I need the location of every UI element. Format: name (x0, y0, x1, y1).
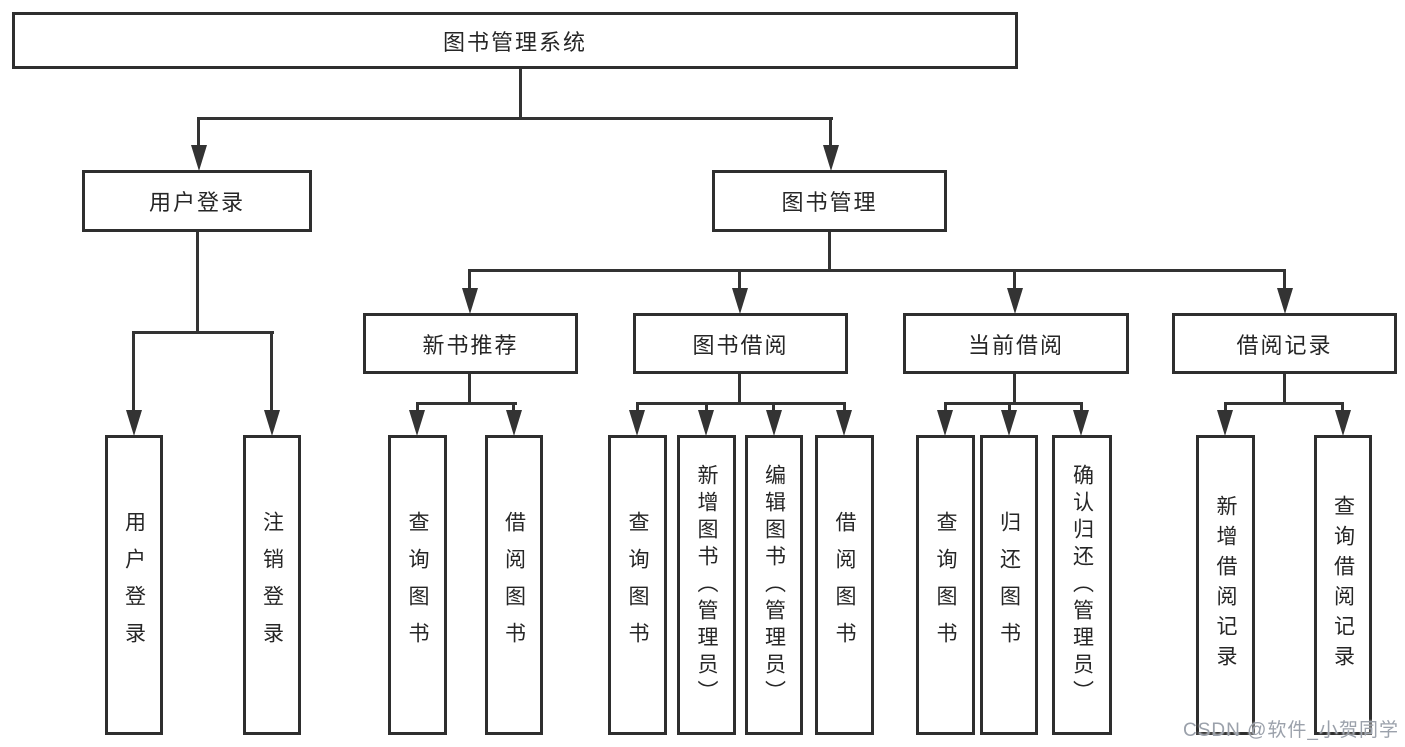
arrow-down-icon (264, 410, 280, 436)
connector-line (519, 68, 522, 120)
connector-line (772, 402, 775, 414)
leaf-borrow-books-1: 借阅图书 (485, 435, 543, 735)
leaf-user-login: 用户登录 (105, 435, 163, 735)
arrow-down-icon (766, 410, 782, 436)
node-user-login: 用户登录 (82, 170, 312, 232)
connector-line (1013, 373, 1016, 405)
connector-line (197, 117, 833, 120)
arrow-down-icon (1007, 288, 1023, 314)
connector-line (196, 230, 199, 334)
connector-line (512, 402, 515, 414)
connector-line (468, 269, 1286, 272)
arrow-down-icon (732, 288, 748, 314)
connector-line (636, 402, 846, 405)
arrow-down-icon (462, 288, 478, 314)
connector-line (132, 331, 274, 334)
arrow-down-icon (506, 410, 522, 436)
connector-line (828, 230, 831, 272)
leaf-add-book-admin: 新增图书（管理员） (677, 435, 736, 735)
node-library-system: 图书管理系统 (12, 12, 1018, 69)
connector-line (197, 117, 200, 147)
connector-line (416, 402, 419, 414)
connector-line (944, 402, 1083, 405)
arrow-down-icon (1217, 410, 1233, 436)
leaf-query-borrow-record: 查询借阅记录 (1314, 435, 1372, 735)
connector-line (270, 331, 273, 411)
leaf-borrow-books-2: 借阅图书 (815, 435, 874, 735)
arrow-down-icon (1073, 410, 1089, 436)
arrow-down-icon (1277, 288, 1293, 314)
leaf-add-borrow-record: 新增借阅记录 (1196, 435, 1255, 735)
connector-line (705, 402, 708, 414)
arrow-down-icon (126, 410, 142, 436)
arrow-down-icon (1335, 410, 1351, 436)
connector-line (843, 402, 846, 414)
connector-line (636, 402, 639, 414)
connector-line (829, 117, 832, 147)
leaf-edit-book-admin: 编辑图书（管理员） (745, 435, 803, 735)
connector-line (468, 269, 471, 291)
connector-line (1013, 269, 1016, 291)
connector-line (416, 402, 517, 405)
arrow-down-icon (836, 410, 852, 436)
connector-line (132, 331, 135, 411)
arrow-down-icon (409, 410, 425, 436)
connector-line (1341, 402, 1344, 414)
arrow-down-icon (937, 410, 953, 436)
connector-line (1080, 402, 1083, 414)
connector-line (1224, 402, 1344, 405)
arrow-down-icon (629, 410, 645, 436)
node-current-borrowing: 当前借阅 (903, 313, 1129, 374)
node-new-book-recommend: 新书推荐 (363, 313, 578, 374)
connector-line (1224, 402, 1227, 414)
arrow-down-icon (191, 145, 207, 171)
leaf-return-book: 归还图书 (980, 435, 1038, 735)
connector-line (1283, 269, 1286, 291)
node-borrow-records: 借阅记录 (1172, 313, 1397, 374)
connector-line (468, 373, 471, 405)
connector-line (1008, 402, 1011, 414)
connector-line (1283, 373, 1286, 405)
arrow-down-icon (823, 145, 839, 171)
arrow-down-icon (698, 410, 714, 436)
leaf-logout: 注销登录 (243, 435, 301, 735)
node-book-management: 图书管理 (712, 170, 947, 232)
csdn-watermark: CSDN @软件_小贺同学 (1183, 720, 1399, 741)
arrow-down-icon (1001, 410, 1017, 436)
connector-line (738, 373, 741, 405)
leaf-confirm-return-admin: 确认归还（管理员） (1052, 435, 1112, 735)
connector-line (944, 402, 947, 414)
node-book-borrowing: 图书借阅 (633, 313, 848, 374)
leaf-query-books-3: 查询图书 (916, 435, 975, 735)
leaf-query-books-1: 查询图书 (388, 435, 447, 735)
leaf-query-books-2: 查询图书 (608, 435, 667, 735)
connector-line (738, 269, 741, 291)
